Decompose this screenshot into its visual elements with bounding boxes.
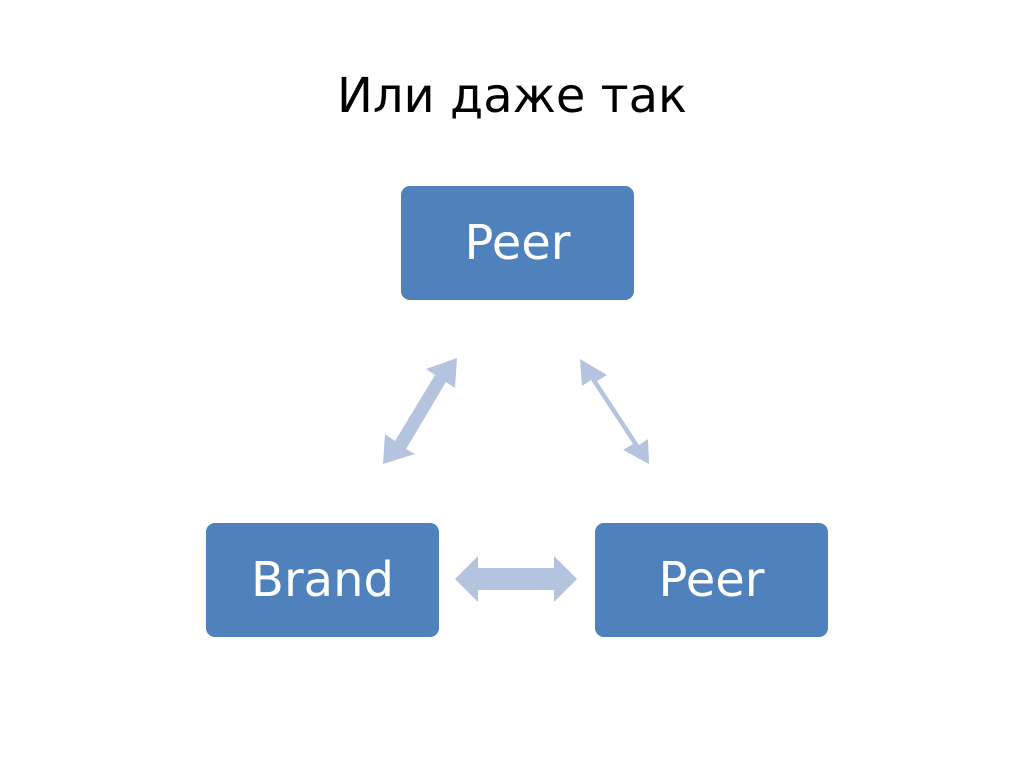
node-peer-right-label: Peer	[658, 552, 765, 608]
node-peer-right: Peer	[595, 523, 828, 637]
node-brand: Brand	[206, 523, 439, 637]
double-arrow-brand-peer-right	[455, 556, 577, 602]
double-arrow-peer-top-peer-right	[580, 359, 649, 464]
node-peer-top-label: Peer	[464, 215, 571, 271]
double-arrow-brand-peer-top	[383, 358, 457, 464]
node-peer-top: Peer	[401, 186, 634, 300]
slide-title: Или даже так	[336, 68, 688, 124]
node-brand-label: Brand	[251, 552, 394, 608]
